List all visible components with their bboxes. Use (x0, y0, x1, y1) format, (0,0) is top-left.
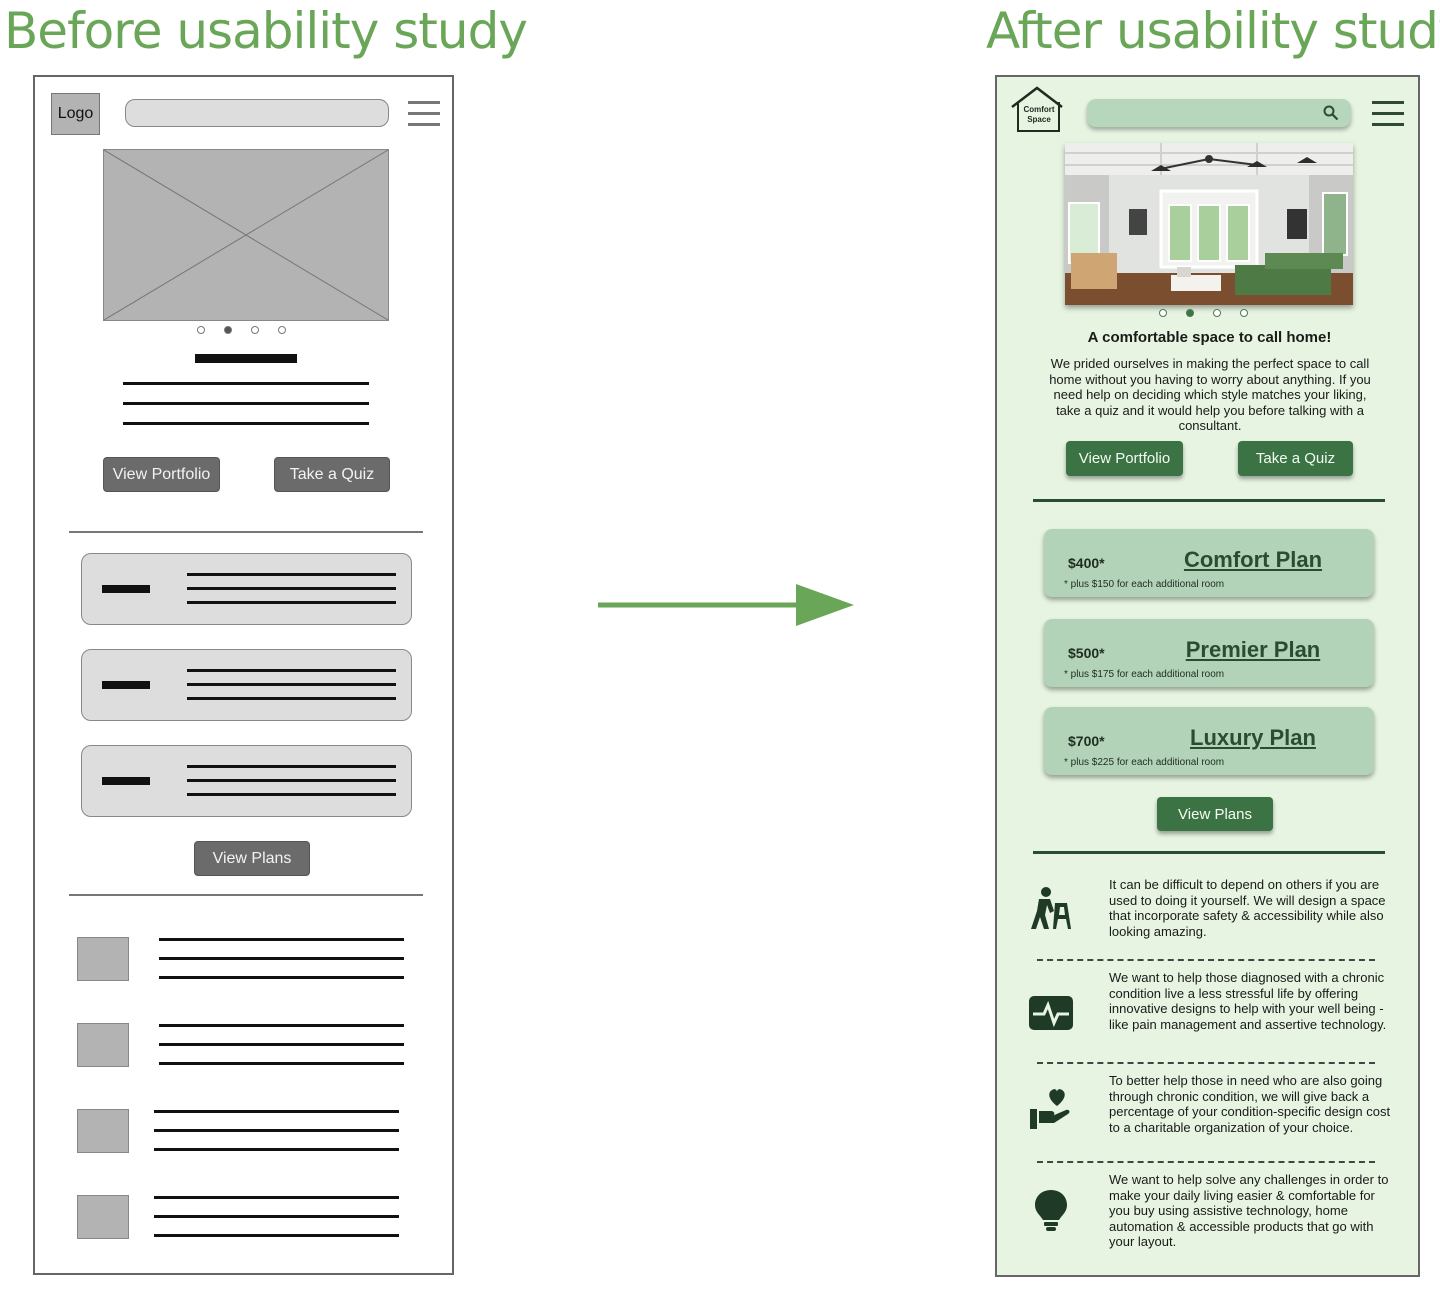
plan-price: $500* (1068, 645, 1105, 661)
hero-room-image (1065, 143, 1353, 305)
hand-heart-icon (1030, 1089, 1070, 1129)
heart-monitor-icon (1029, 996, 1073, 1030)
plan-name-link[interactable]: Luxury Plan (1190, 725, 1316, 750)
dashed-divider (1037, 1062, 1375, 1064)
feature-text: We want to help solve any challenges in … (1109, 1172, 1389, 1249)
wireframe-search-bar[interactable] (125, 99, 389, 127)
carousel-dots[interactable] (1159, 309, 1248, 317)
plan-note: * plus $175 for each additional room (1064, 669, 1225, 680)
lightbulb-icon (1035, 1190, 1067, 1231)
view-portfolio-button[interactable]: View Portfolio (1066, 441, 1183, 476)
dashed-divider (1037, 1161, 1375, 1163)
section-divider (1033, 851, 1385, 854)
carousel-dot[interactable] (278, 326, 286, 334)
before-heading: Before usability study (4, 2, 528, 60)
hamburger-menu-icon[interactable] (1372, 101, 1404, 126)
wireframe-divider (69, 531, 423, 533)
comfort-space-logo[interactable]: Comfort Space (1009, 85, 1065, 135)
wireframe-text-line (123, 422, 369, 425)
wireframe-image-placeholder (103, 149, 389, 321)
plan-card-comfort[interactable]: $400* Comfort Plan * plus $150 for each … (1044, 529, 1374, 597)
wireframe-view-portfolio-button[interactable]: View Portfolio (103, 457, 220, 492)
search-input[interactable] (1087, 99, 1351, 127)
carousel-dot[interactable] (1240, 309, 1248, 317)
carousel-dot[interactable] (197, 326, 205, 334)
carousel-dot[interactable] (251, 326, 259, 334)
dashed-divider (1037, 959, 1375, 961)
wireframe-logo: Logo (51, 93, 100, 135)
plan-price: $700* (1068, 733, 1105, 749)
carousel-dot-active[interactable] (224, 326, 232, 334)
wireframe-plan-card[interactable] (81, 745, 412, 817)
wireframe-carousel-dots[interactable] (197, 326, 286, 334)
intro-text: We prided ourselves in making the perfec… (1049, 356, 1371, 433)
feature-text: To better help those in need who are als… (1109, 1073, 1391, 1135)
wireframe-icon-placeholder (77, 1195, 129, 1239)
after-heading: After usability study (986, 2, 1440, 60)
wireframe-icon-placeholder (77, 1023, 129, 1067)
mockup-phone: Comfort Space (995, 75, 1420, 1277)
wireframe-take-quiz-button[interactable]: Take a Quiz (274, 457, 390, 492)
carousel-dot-active[interactable] (1186, 309, 1194, 317)
carousel-dot[interactable] (1213, 309, 1221, 317)
tagline: A comfortable space to call home! (1087, 329, 1332, 346)
wireframe-phone: Logo View Portfolio Take a Quiz View P (33, 75, 454, 1275)
feature-text: It can be difficult to depend on others … (1109, 877, 1386, 939)
plan-name-link[interactable]: Comfort Plan (1183, 547, 1323, 572)
wireframe-view-plans-button[interactable]: View Plans (194, 841, 310, 876)
brand-line-1: Comfort (1023, 105, 1055, 114)
feature-text: We want to help those diagnosed with a c… (1109, 970, 1387, 1032)
search-icon[interactable] (1323, 105, 1339, 121)
right-arrow-icon (598, 584, 854, 626)
view-plans-button[interactable]: View Plans (1157, 797, 1273, 831)
wireframe-plan-card[interactable] (81, 649, 412, 721)
wireframe-icon-placeholder (77, 937, 129, 981)
wireframe-divider (69, 894, 423, 896)
wireframe-menu-icon[interactable] (408, 101, 440, 126)
house-icon (1011, 86, 1063, 132)
plan-card-premier[interactable]: $500* Premier Plan * plus $175 for each … (1044, 619, 1374, 687)
wireframe-text-line (123, 402, 369, 405)
section-divider (1033, 499, 1385, 502)
wireframe-title-placeholder (195, 354, 297, 363)
plan-card-luxury[interactable]: $700* Luxury Plan * plus $225 for each a… (1044, 707, 1374, 775)
take-quiz-button[interactable]: Take a Quiz (1238, 441, 1353, 476)
carousel-dot[interactable] (1159, 309, 1167, 317)
plan-note: * plus $150 for each additional room (1064, 579, 1225, 590)
wireframe-text-line (123, 382, 369, 385)
wireframe-plan-card[interactable] (81, 553, 412, 625)
brand-line-2: Space (1027, 115, 1051, 124)
plan-price: $400* (1068, 555, 1105, 571)
walker-person-icon (1031, 887, 1071, 929)
wireframe-icon-placeholder (77, 1109, 129, 1153)
plan-name-link[interactable]: Premier Plan (1185, 637, 1321, 662)
plan-note: * plus $225 for each additional room (1064, 757, 1225, 768)
